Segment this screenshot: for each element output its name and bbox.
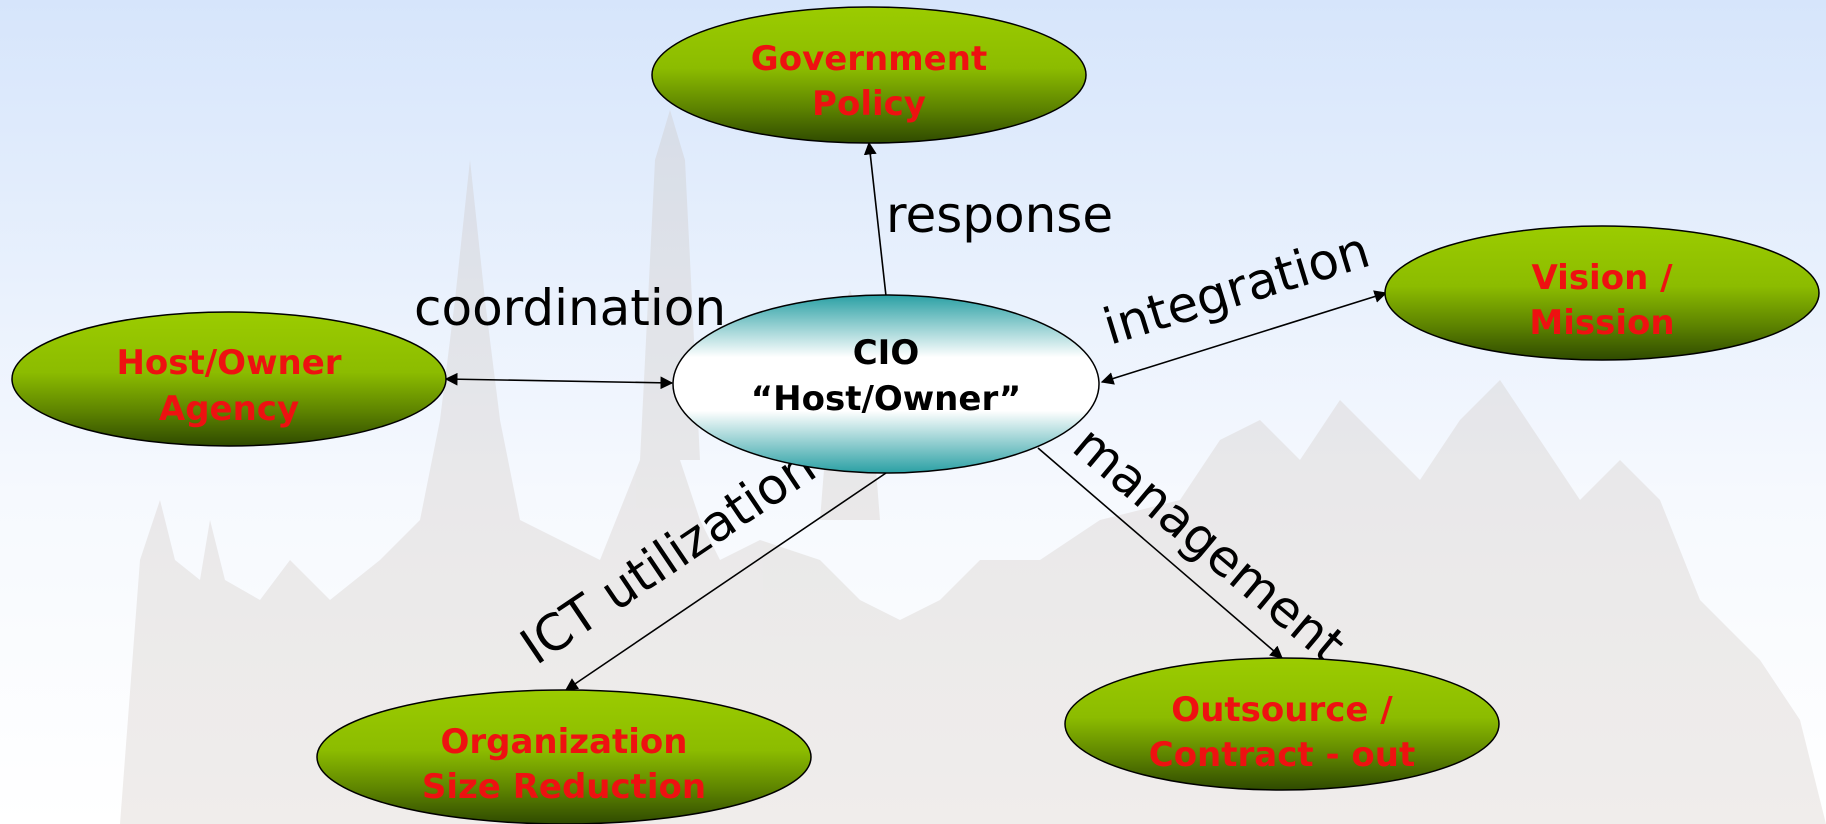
node-vision-mission: Vision / Mission <box>1384 225 1820 361</box>
node-host-owner-agency: Host/Owner Agency <box>11 311 447 447</box>
edge-integration <box>1100 290 1388 385</box>
node-government-policy: Government Policy <box>651 6 1087 144</box>
node-vision-mission-line-1: Vision / <box>1531 258 1673 298</box>
edge-management <box>1037 447 1283 659</box>
node-vision-mission-line-2: Mission <box>1529 303 1674 343</box>
node-organization-size-reduction-line-1: Organization <box>440 722 687 762</box>
node-host-owner-agency-line-2: Agency <box>159 389 299 429</box>
edge-label-response: response <box>886 186 1113 244</box>
edges <box>444 141 1388 691</box>
node-host-owner-agency-line-1: Host/Owner <box>116 343 341 383</box>
node-government-policy-line-2: Policy <box>812 84 926 124</box>
node-organization-size-reduction: Organization Size Reduction <box>316 689 812 824</box>
node-outsource-contract-out: Outsource / Contract - out <box>1064 657 1500 791</box>
center-node-cio: CIO “Host/Owner” <box>672 294 1100 474</box>
node-organization-size-reduction-line-2: Size Reduction <box>422 767 706 807</box>
edge-response <box>863 141 887 297</box>
edge-label-integration: integration <box>1097 221 1377 357</box>
center-node-line-1: CIO <box>853 333 920 373</box>
center-node-line-2: “Host/Owner” <box>751 379 1021 419</box>
edge-label-coordination: coordination <box>414 279 726 337</box>
node-outsource-contract-out-line-2: Contract - out <box>1149 735 1416 775</box>
node-government-policy-line-1: Government <box>751 39 987 79</box>
node-outsource-contract-out-line-1: Outsource / <box>1171 690 1393 730</box>
edge-coordination <box>444 372 674 390</box>
edge-ict-utilization <box>564 472 887 691</box>
